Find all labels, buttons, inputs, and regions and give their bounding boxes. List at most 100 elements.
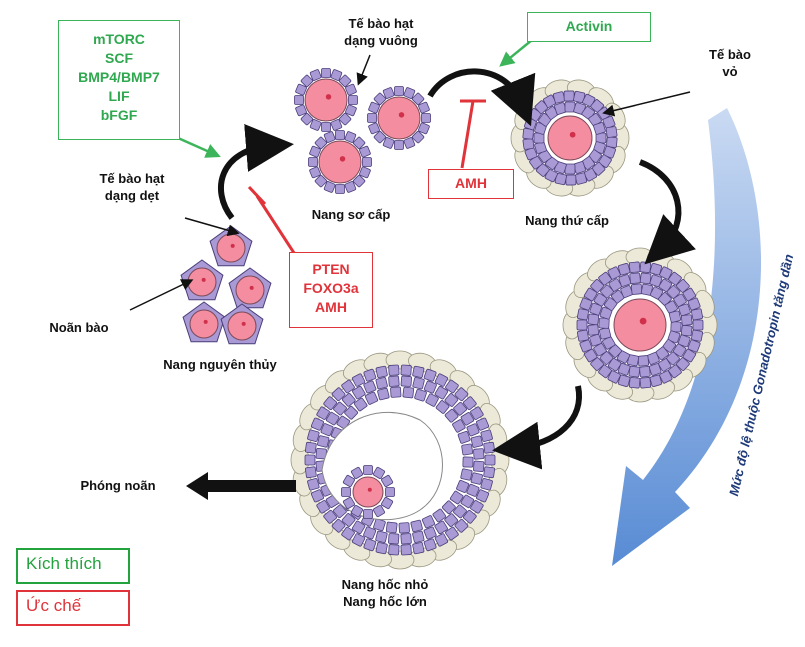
granulosa-cell [295,83,307,96]
granulosa-cell [607,357,622,372]
granulosa-cell [483,441,496,454]
granulosa-cell [460,412,475,426]
granulosa-cell [423,368,437,382]
granulosa-cell [375,377,388,390]
granulosa-cell [400,375,412,387]
granulosa-cell [330,69,343,81]
granulosa-cell [341,526,355,541]
granulosa-cell [345,83,357,96]
granulosa-cell [473,448,485,460]
granulosa-cell [344,181,357,193]
oocyte-nucleus [339,156,346,162]
granulosa-cell [363,380,377,394]
granulosa-cell [649,262,663,276]
granulosa-cell [522,138,535,150]
granulosa-cell [423,380,437,394]
granulosa-cell [388,375,400,387]
granulosa-cell [470,500,484,514]
granulosa-cell [628,377,641,389]
granulosa-cell [473,460,485,472]
granulosa-cell [577,308,589,321]
arrow-preantral-to-antral-icon [492,385,583,470]
granulosa-cell [607,266,621,280]
activin-box: Activin [527,12,651,42]
granulosa-cell [394,140,404,150]
granulosa-cell [598,317,610,329]
granulosa-cell [599,351,614,365]
granulosa-cell [304,454,316,466]
antral-cavity [321,411,443,521]
granulosa-cell [454,518,469,533]
oocyte-cell [216,233,246,263]
granulosa-cell [421,515,436,529]
granulosa-cell [590,279,604,293]
granulosa-cell [385,521,398,534]
granulosa-cell [388,364,400,376]
primary-follicles [294,68,431,194]
granulosa-cell [362,157,372,167]
granulosa-cell [639,272,652,285]
granulosa-cell [552,91,566,104]
granulosa-cell [590,357,604,371]
granulosa-cell [598,327,612,340]
granulosa-cell [434,385,449,400]
gonadotropin-arrow-icon [612,108,762,566]
granulosa-cell [309,119,322,131]
granulosa-cell [294,95,304,105]
inhibition-bar-icon [460,99,486,169]
granulosa-cell [400,544,412,556]
granulosa-cell [309,145,321,158]
stimulator-mtorc: mTORC [93,31,145,47]
granulosa-cell [411,130,425,144]
stimulate-pointer-icon [177,136,221,158]
stimulator-scf: SCF [105,50,133,66]
inhibitor-amh: AMH [315,299,347,315]
granulosa-cell [484,454,496,466]
granulosa-cell [480,429,493,442]
granulosa-cell [323,131,336,143]
granulosa-cell [314,136,328,150]
granulosa-cell [368,122,380,135]
granulosa-cell [414,388,427,402]
granulosa-cell [483,466,496,479]
granulosa-cell [344,131,357,143]
oocyte-cell [189,309,219,339]
granulosa-cell [453,401,467,416]
oocyte-nucleus [639,317,647,325]
granulosa-cell [364,391,379,405]
granulosa-cell [381,497,394,509]
granulosa-cell [462,509,477,524]
granulosa-cell [373,505,385,518]
granulosa-cell [574,172,588,185]
oocyte-nucleus [325,94,332,100]
oocyte-cell [318,140,362,184]
oocyte-label: Noãn bào [49,320,109,335]
granulosa-cell [563,90,575,102]
legend-stimulate: Kích thích [16,548,130,584]
granulosa-cell [639,377,652,389]
granulosa-cell [649,374,663,388]
granulosa-cell [388,544,400,556]
granulosa-cell [457,430,471,444]
granulosa-cell [375,542,388,555]
granulosa-cell [345,104,357,117]
granulosa-cell [462,396,477,411]
granulosa-cell [351,505,363,518]
granulosa-cell [352,174,366,188]
granulosa-cell [351,373,366,387]
granulosa-cell [363,538,377,552]
granulosa-cell [637,355,650,367]
oocyte-cell [352,476,384,508]
granulosa-cell [691,329,703,342]
granulosa-cell [607,370,621,384]
granulosa-cell [576,319,588,331]
granulosa-cell [335,130,345,140]
granulosa-cell [454,387,469,402]
granulosa-cell [682,348,697,363]
granulosa-cell [583,348,598,363]
granulosa-cell [314,174,328,188]
granulosa-cell [435,400,450,414]
granulosa-cell [403,137,416,149]
granulosa-cell [342,475,355,487]
